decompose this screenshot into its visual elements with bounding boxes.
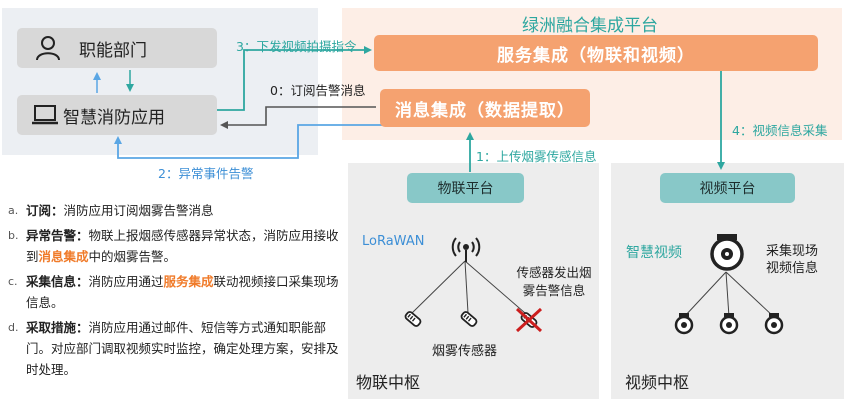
step-item: b. 异常告警：物联上报烟感传感器异常状态，消防应用接收到消息集成中的烟雾告警。: [8, 225, 344, 267]
step-text: 消防应用订阅烟雾告警消息: [63, 203, 214, 218]
step-text: 联动视频接口采集现场信息。: [26, 274, 339, 310]
department-box: 职能部门: [17, 28, 217, 68]
step-head: 采取措施：: [26, 320, 89, 335]
label-cmd: 3：下发视频拍摄指令: [236, 39, 357, 54]
label-subscribe: 0：订阅告警消息: [270, 83, 366, 98]
smoke-sensor-icon: [402, 308, 424, 334]
person-icon: [35, 35, 61, 61]
collect-line1: 采集现场: [766, 244, 819, 259]
camera-icon: [764, 313, 784, 339]
video-hub-label: 视频中枢: [625, 373, 690, 392]
antenna-icon: [448, 232, 484, 266]
lorawan-label: LoRaWAN: [362, 234, 425, 249]
step-text: 消防应用通过: [88, 274, 164, 289]
step-head: 订阅：: [26, 203, 64, 218]
step-mark: c.: [8, 275, 18, 288]
arrow-alarm: [114, 124, 388, 159]
smoke-sensor-icon: [458, 308, 480, 334]
iot-hub-label: 物联中枢: [356, 373, 421, 392]
collect-onsite-text: 采集现场 视频信息: [766, 243, 818, 277]
smart-video-label: 智慧视频: [626, 245, 682, 261]
camera-icon: [709, 234, 745, 276]
sensor-alarm-line2: 雾告警信息: [522, 283, 586, 298]
step-head: 采集信息：: [26, 274, 89, 289]
smoke-sensor-alarm-icon: [514, 306, 544, 338]
step-mark: a.: [8, 204, 19, 217]
camera-icon: [674, 313, 694, 339]
video-platform-box: 视频平台: [660, 173, 795, 203]
laptop-icon: [31, 103, 59, 127]
step-text: 消防应用通过邮件、短信等方式通知职能部门。对应部门调取视频实时监控，确定处理方案…: [26, 320, 339, 377]
label-upload: 1：上传烟雾传感信息: [476, 149, 597, 164]
step-item: c. 采集信息：消防应用通过服务集成联动视频接口采集现场信息。: [8, 271, 344, 313]
step-mark: d.: [8, 321, 19, 334]
service-integration-box: 服务集成（物联和视频）: [374, 35, 818, 71]
step-mark: b.: [8, 229, 19, 242]
step-head: 异常告警：: [26, 228, 89, 243]
message-integration-box: 消息集成（数据提取）: [380, 89, 590, 127]
step-highlight: 服务集成: [163, 274, 214, 289]
sensor-alarm-text: 传感器发出烟 雾告警信息: [508, 264, 600, 300]
step-item: a. 订阅：消防应用订阅烟雾告警消息: [8, 200, 344, 221]
step-list: a. 订阅：消防应用订阅烟雾告警消息 b. 异常告警：物联上报烟感传感器异常状态，消…: [8, 200, 344, 384]
step-highlight: 消息集成: [38, 249, 89, 264]
arrow-subscribe: [220, 106, 376, 129]
collect-line2: 视频信息: [766, 261, 819, 276]
iot-platform-box: 物联平台: [407, 173, 524, 203]
sensor-alarm-line1: 传感器发出烟: [516, 265, 592, 280]
platform-title: 绿洲融合集成平台: [522, 16, 658, 36]
department-label: 职能部门: [79, 40, 147, 61]
step-item: d. 采取措施：消防应用通过邮件、短信等方式通知职能部门。对应部门调取视频实时监控…: [8, 317, 344, 380]
label-video-collect: 4：视频信息采集: [732, 123, 828, 138]
camera-icon: [719, 313, 739, 339]
arrow-cmd: [215, 46, 372, 111]
fire-app-box: 智慧消防应用: [17, 95, 217, 135]
fire-app-label: 智慧消防应用: [63, 107, 165, 128]
step-text: 物联上报烟感传感器异常状态，消防应用接收到: [26, 228, 339, 264]
label-alarm: 2：异常事件告警: [158, 166, 254, 181]
step-text: 中的烟雾告警。: [88, 249, 177, 264]
smoke-sensor-label: 烟雾传感器: [432, 344, 498, 359]
